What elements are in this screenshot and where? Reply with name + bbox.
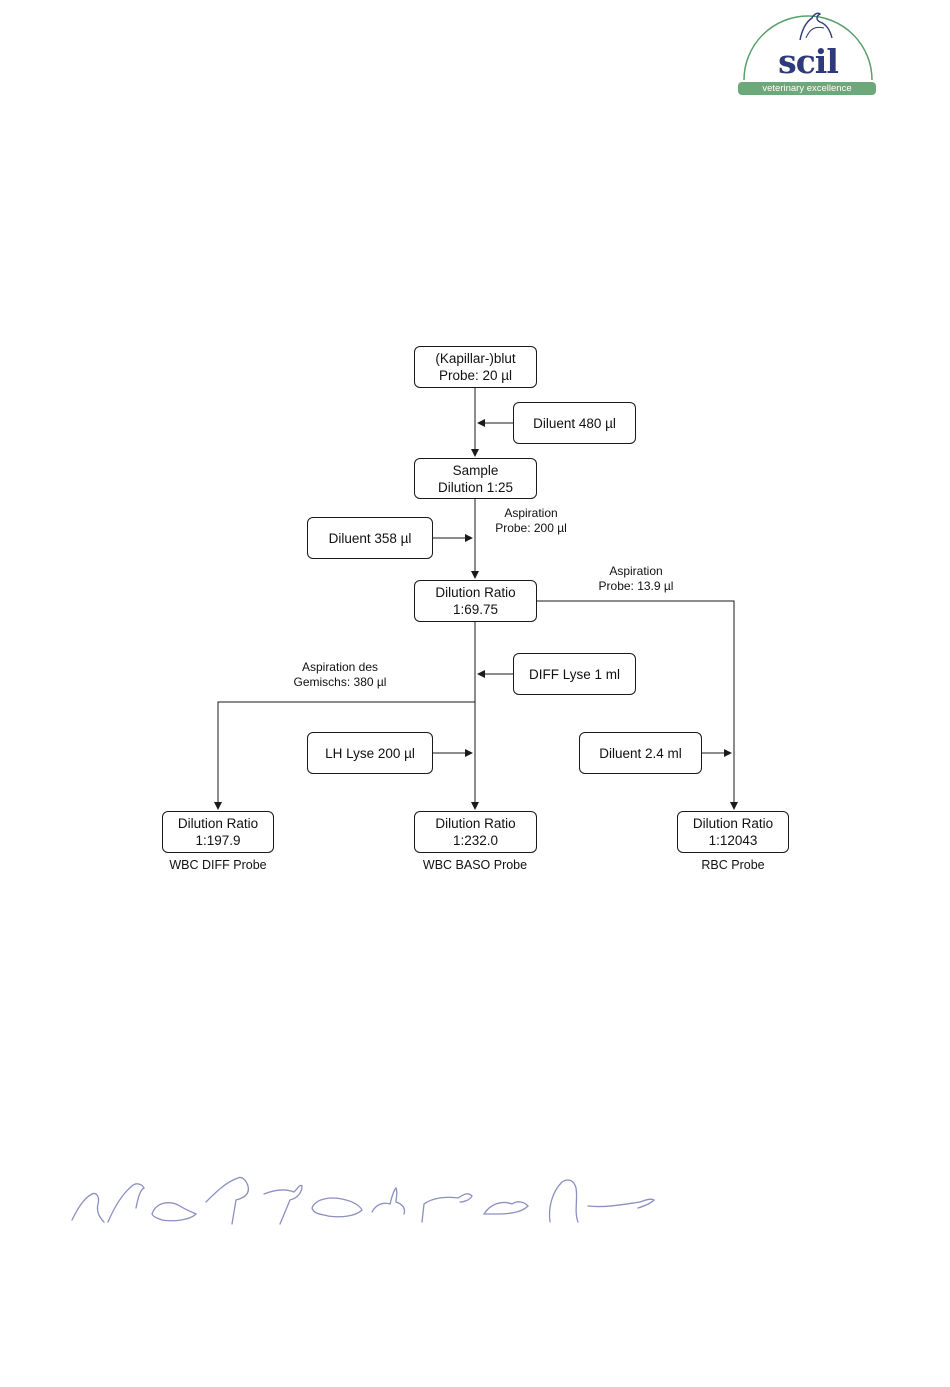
node-diluent-358: Diluent 358 µl — [307, 517, 433, 559]
horse-head-outline — [107, 1183, 145, 1223]
cat-outline — [151, 1202, 198, 1222]
caption-wbc-baso: WBC BASO Probe — [422, 858, 528, 872]
label-aspiration-13-9: Aspiration Probe: 13.9 µl — [588, 564, 684, 594]
ferret-outline — [587, 1198, 656, 1209]
node-value: 1:69.75 — [452, 602, 499, 617]
arrow-branch-rbc — [537, 600, 738, 810]
arrow-branch-wbcdiff — [214, 701, 475, 810]
node-label: Diluent 2.4 ml — [599, 745, 682, 761]
node-diluent-2-4: Diluent 2.4 ml — [579, 732, 702, 774]
node-value: 1:232.0 — [452, 833, 499, 848]
node-capillary-blood: (Kapillar-)blut Probe: 20 µl — [414, 346, 537, 388]
label-line: Aspiration des — [301, 660, 379, 674]
node-label: Sample — [452, 462, 499, 478]
node-value: 1:12043 — [708, 833, 758, 848]
node-value: 1:197.9 — [195, 833, 241, 848]
animal-silhouettes-footer — [66, 1168, 666, 1232]
sheep-outline — [421, 1193, 473, 1223]
node-dilution-ratio-2320: Dilution Ratio 1:232.0 — [414, 811, 537, 853]
label-aspiration-200: Aspiration Probe: 200 µl — [486, 506, 576, 536]
logo-arc-graphic — [743, 12, 873, 81]
rabbit-outline — [371, 1186, 406, 1215]
label-line: Gemischs: 380 µl — [293, 675, 387, 689]
node-diff-lyse: DIFF Lyse 1 ml — [513, 653, 636, 695]
node-dilution-ratio-6975: Dilution Ratio 1:69.75 — [414, 580, 537, 622]
animal-line-art — [71, 1176, 656, 1225]
rodent-outline — [482, 1201, 529, 1215]
node-lh-lyse: LH Lyse 200 µl — [307, 732, 433, 774]
horse-outline — [205, 1176, 250, 1225]
node-value: Probe: 20 µl — [438, 368, 513, 383]
node-label: (Kapillar-)blut — [435, 351, 516, 366]
node-label: DIFF Lyse 1 ml — [528, 666, 620, 682]
caption-rbc: RBC Probe — [701, 858, 765, 872]
label-line: Probe: 200 µl — [495, 521, 567, 535]
logo-wordmark: scil — [778, 42, 839, 81]
node-label: LH Lyse 200 µl — [325, 745, 415, 761]
node-label: Diluent 480 µl — [533, 415, 616, 431]
logo-tagline: veterinary excellence — [738, 82, 876, 95]
node-value: Dilution 1:25 — [437, 479, 514, 495]
node-label: Diluent 358 µl — [328, 530, 412, 546]
node-diluent-480: Diluent 480 µl — [513, 402, 636, 444]
label-line: Probe: 13.9 µl — [598, 579, 674, 593]
goat-outline — [263, 1184, 303, 1225]
label-aspiration-380: Aspiration des Gemischs: 380 µl — [282, 660, 398, 690]
pig-outline — [311, 1197, 363, 1218]
scil-logo: scil veterinary excellence — [736, 8, 880, 100]
monkey-outline — [548, 1179, 579, 1223]
node-label: Dilution Ratio — [692, 816, 774, 831]
node-label: Dilution Ratio — [435, 585, 516, 600]
node-sample-dilution: Sample Dilution 1:25 — [414, 458, 537, 499]
dog-outline — [71, 1192, 105, 1223]
node-dilution-ratio-1979: Dilution Ratio 1:197.9 — [162, 811, 274, 853]
node-label: Dilution Ratio — [435, 816, 516, 831]
label-line: Aspiration — [504, 506, 558, 520]
label-line: Aspiration — [609, 564, 663, 578]
caption-wbc-diff: WBC DIFF Probe — [169, 858, 267, 872]
node-dilution-ratio-12043: Dilution Ratio 1:12043 — [677, 811, 789, 853]
node-label: Dilution Ratio — [177, 816, 259, 831]
